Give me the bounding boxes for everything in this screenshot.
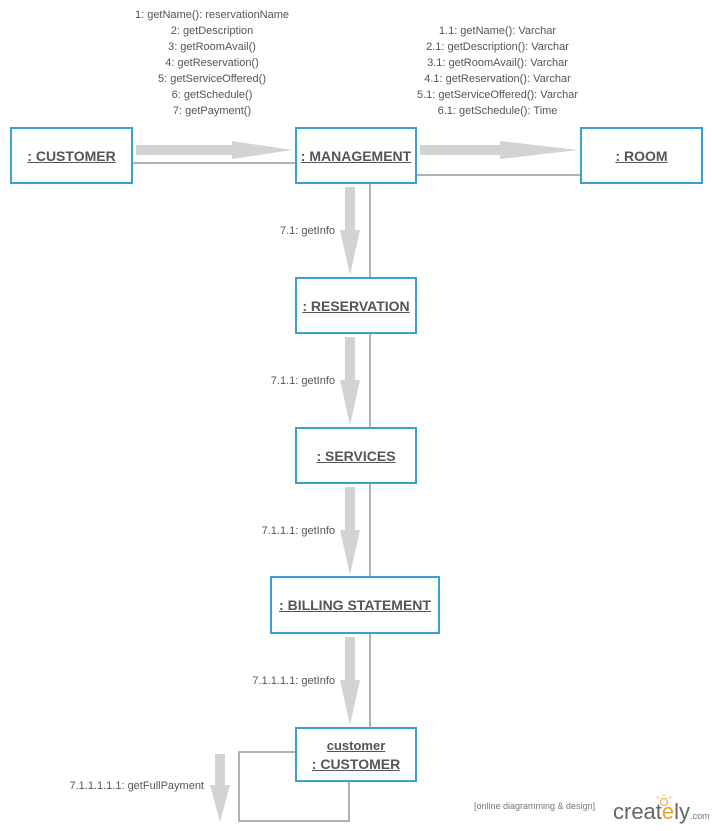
message-label: 5: getServiceOffered() <box>157 73 266 85</box>
object-reservation[interactable]: : RESERVATION <box>295 277 417 334</box>
message-to-customer: 7.1.1.1.1: getInfo <box>252 675 335 687</box>
object-customer[interactable]: : CUSTOMER <box>10 127 133 184</box>
creately-bulb-icon <box>656 794 672 806</box>
brand-accent: e <box>661 799 675 824</box>
message-label: 2: getDescription <box>170 25 254 37</box>
arrow-to-billing <box>340 487 360 575</box>
object-reservation-label: : RESERVATION <box>302 297 410 314</box>
message-to-services: 7.1.1: getInfo <box>270 375 335 387</box>
message-label: 3.1: getRoomAvail(): Varchar <box>427 57 568 69</box>
object-final-customer-name: customer <box>326 737 386 753</box>
message-self-loop: 7.1.1.1.1.1: getFullPayment <box>69 780 204 792</box>
object-services-label: : SERVICES <box>316 447 396 464</box>
brand-tail: ly <box>674 799 691 824</box>
message-label: 3: getRoomAvail() <box>168 41 256 53</box>
arrow-to-customer <box>340 637 360 725</box>
message-to-reservation: 7.1: getInfo <box>279 225 335 237</box>
messages-management-to-room: 1.1: getName(): Varchar 2.1: getDescript… <box>395 23 600 119</box>
messages-customer-to-management: 1: getName(): reservationName 2: getDesc… <box>112 7 312 119</box>
message-label: 4: getReservation() <box>165 57 259 69</box>
object-final-customer[interactable]: customer : CUSTOMER <box>295 727 417 782</box>
message-label: 2.1: getDescription(): Varchar <box>426 41 569 53</box>
arrow-to-services <box>340 337 360 425</box>
message-label: 6.1: getSchedule(): Time <box>437 105 558 117</box>
brand-domain: .com <box>690 811 710 821</box>
footer-tagline: [online diagramming & design] <box>474 801 596 811</box>
creately-logo[interactable]: creately.com <box>613 799 710 825</box>
object-management-label: : MANAGEMENT <box>300 147 412 164</box>
arrow-management-to-room <box>420 141 578 159</box>
object-customer-label: : CUSTOMER <box>27 147 116 164</box>
object-services[interactable]: : SERVICES <box>295 427 417 484</box>
message-label: 1: getName(): reservationName <box>134 9 290 21</box>
brand-main: creat <box>613 799 662 824</box>
message-label: 5.1: getServiceOffered(): Varchar <box>417 89 578 101</box>
object-final-customer-class: : CUSTOMER <box>311 755 401 772</box>
object-room-label: : ROOM <box>615 147 668 164</box>
object-billing-statement[interactable]: : BILLING STATEMENT <box>270 576 440 634</box>
object-management[interactable]: : MANAGEMENT <box>295 127 417 184</box>
message-label: 6: getSchedule() <box>171 89 253 101</box>
arrow-self-loop <box>210 754 230 822</box>
message-to-billing: 7.1.1.1: getInfo <box>261 525 335 537</box>
message-label: 7: getPayment() <box>172 105 252 117</box>
message-label: 4.1: getReservation(): Varchar <box>424 73 571 85</box>
arrow-to-reservation <box>340 187 360 275</box>
message-label: 1.1: getName(): Varchar <box>438 25 557 37</box>
object-room[interactable]: : ROOM <box>580 127 703 184</box>
self-loop-link <box>238 751 350 822</box>
arrow-customer-to-management <box>136 141 292 159</box>
object-billing-label: : BILLING STATEMENT <box>279 597 431 613</box>
